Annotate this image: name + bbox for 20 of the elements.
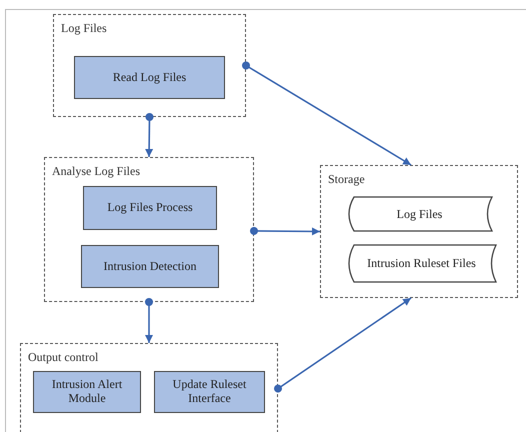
process-box: Update Ruleset Interface <box>154 371 265 413</box>
storage-document: Intrusion Ruleset Files <box>346 244 497 283</box>
group-title: Analyse Log Files <box>52 164 140 179</box>
arrow <box>250 226 320 236</box>
process-box: Read Log Files <box>74 56 225 99</box>
process-box: Intrusion Detection <box>81 245 219 288</box>
group-title: Storage <box>328 172 365 187</box>
group-container <box>320 165 518 298</box>
arrow <box>145 113 154 158</box>
arrow <box>145 298 153 343</box>
storage-document: Log Files <box>346 196 493 232</box>
process-box: Intrusion Alert Module <box>33 371 141 413</box>
group-container <box>44 157 254 302</box>
group-title: Output control <box>28 350 98 365</box>
group-container <box>53 14 246 117</box>
group-container <box>20 343 278 432</box>
arrow <box>274 297 412 393</box>
arrow <box>242 62 412 166</box>
process-box: Log Files Process <box>83 186 217 230</box>
group-title: Log Files <box>61 21 107 36</box>
